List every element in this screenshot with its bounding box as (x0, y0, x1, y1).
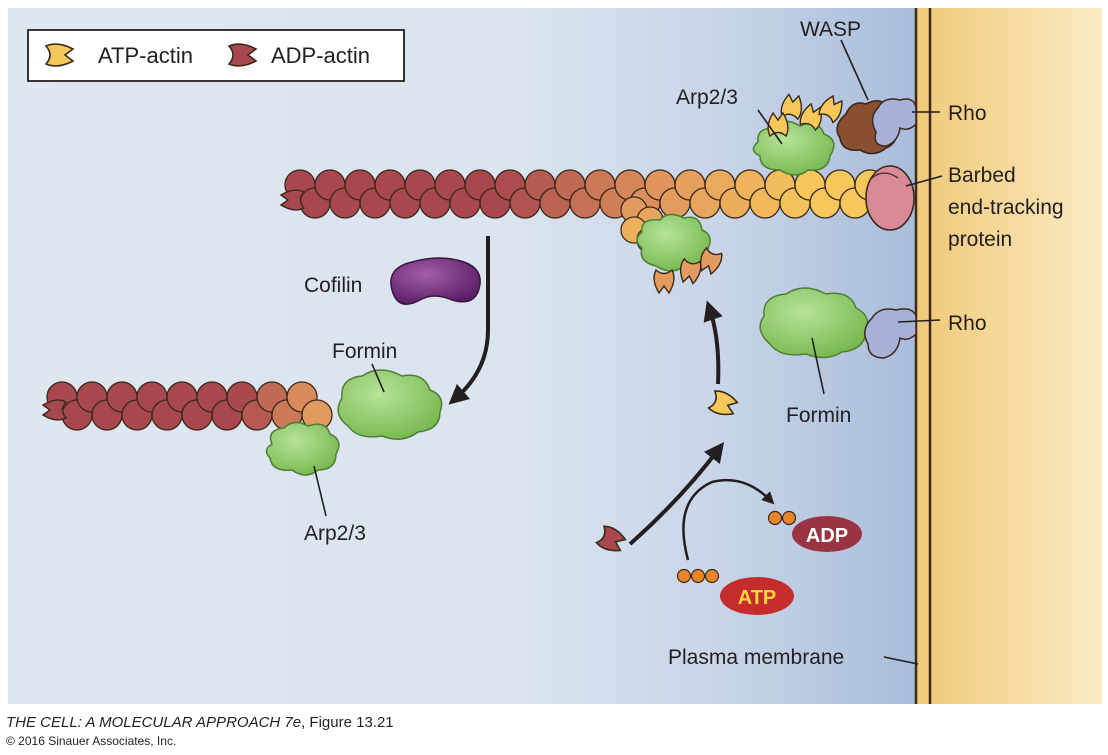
branch-tip-subunit (653, 268, 675, 295)
arp23-top-new-subunits (767, 93, 843, 138)
barbed-label-line3: protein (948, 228, 1012, 251)
branch-new-subunits (653, 246, 723, 295)
wasp-label: WASP (800, 18, 861, 41)
rho-top-label: Rho (948, 102, 987, 125)
cofilin-protein (390, 257, 481, 305)
cofilin-label: Cofilin (304, 274, 362, 297)
legend-atp-actin-label: ATP-actin (98, 43, 193, 68)
formin-left-label: Formin (332, 340, 397, 363)
plasma-membrane-label: Plasma membrane (668, 646, 844, 669)
arp-top-subunit (818, 94, 843, 124)
nucleotide-exchange-arrow (628, 442, 725, 546)
free-atp-actin-monomer (707, 390, 739, 416)
adp-badge-label: ADP (806, 525, 848, 547)
arp23-bottom-label: Arp2/3 (304, 522, 366, 545)
barbed-label-line1: Barbed (948, 164, 1016, 187)
legend-adp-actin-label: ADP-actin (271, 43, 370, 68)
atp-badge-label: ATP (738, 587, 777, 609)
formin-left (337, 369, 443, 440)
branch-tip-subunit (700, 246, 723, 276)
arp23-complex-top (752, 120, 835, 176)
bottom-actin-filament (41, 381, 333, 431)
plasma-membrane-region (916, 8, 1102, 704)
legend: ATP-actin ADP-actin (27, 29, 405, 82)
barbed-end-tracking-protein (865, 165, 915, 231)
adp-molecule: ADP (767, 510, 862, 552)
rho-middle-label: Rho (948, 312, 987, 335)
atp-to-adp-arrow (682, 478, 775, 561)
caption-figure-number: , Figure 13.21 (301, 714, 394, 731)
monomer-addition-arrow (703, 300, 723, 385)
free-adp-actin-monomer (595, 525, 627, 552)
figure-caption: THE CELL: A MOLECULAR APPROACH 7e, Figur… (6, 714, 394, 731)
adp-actin-legend-icon (227, 43, 258, 67)
barbed-label-line2: end-tracking (948, 196, 1064, 219)
rho-protein-top (871, 98, 917, 147)
branch-tip-subunit (679, 257, 702, 285)
copyright-line: © 2016 Sinauer Associates, Inc. (6, 734, 177, 748)
arp23-complex-bottom (265, 421, 340, 476)
pointed-end-subunit (279, 189, 306, 211)
pointed-end-subunit (41, 399, 68, 421)
leader-lines (313, 39, 943, 665)
atp-molecule: ATP (676, 568, 794, 615)
depolymerization-arrow (448, 236, 490, 405)
atp-actin-legend-icon (44, 43, 75, 67)
arp-top-subunit (780, 93, 803, 121)
arp23-top-label: Arp2/3 (676, 86, 738, 109)
caption-book-title: THE CELL: A MOLECULAR APPROACH 7e (6, 714, 302, 731)
formin-right-label: Formin (786, 404, 851, 427)
arp-top-subunit (799, 102, 822, 132)
